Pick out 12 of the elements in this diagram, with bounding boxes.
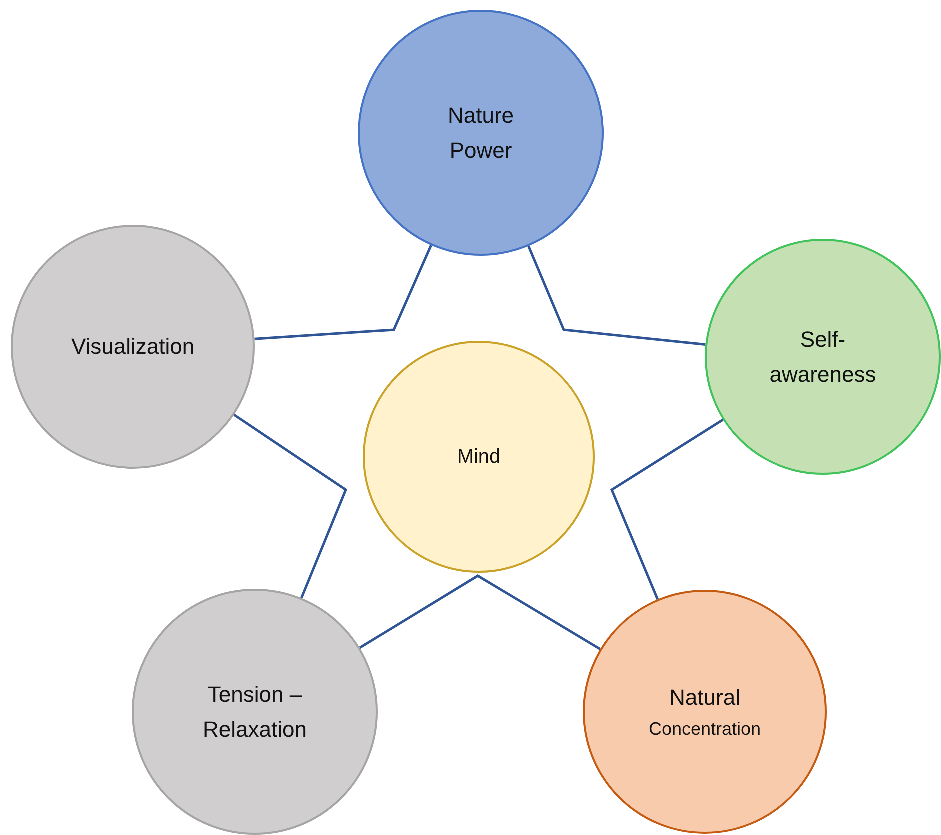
connector-line	[610, 418, 724, 600]
connector-line	[254, 245, 432, 340]
connector-line	[359, 574, 601, 650]
node-label: Mind	[457, 445, 501, 470]
connector-line	[528, 246, 706, 346]
node-label: Self-awareness	[768, 326, 878, 389]
node-label: Tension – Relaxation	[202, 680, 308, 744]
node-label: Visualization	[71, 333, 195, 362]
node-label: Natural	[670, 684, 740, 712]
node-label: Concentration	[648, 718, 762, 742]
node-label: Nature Power	[446, 102, 516, 165]
connector-line	[234, 414, 348, 599]
